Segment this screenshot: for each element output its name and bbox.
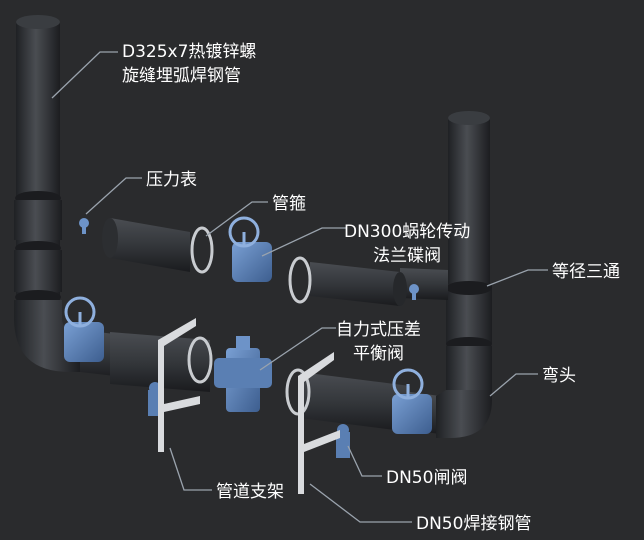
label-gate-valve: DN50闸阀 bbox=[386, 468, 468, 488]
label-welded-pipe: DN50焊接钢管 bbox=[416, 514, 532, 534]
label-pipe-spec: D325x7热镀锌螺 旋缝埋弧焊钢管 bbox=[122, 42, 257, 86]
label-elbow: 弯头 bbox=[542, 366, 576, 386]
butterfly-valve-icons bbox=[64, 216, 432, 434]
right-elbow bbox=[436, 390, 492, 438]
butterfly-valve-right bbox=[392, 368, 432, 434]
left-vertical-pipe bbox=[14, 15, 62, 312]
butterfly-valve-left bbox=[64, 296, 104, 362]
left-elbow bbox=[14, 300, 80, 372]
pipe-hoops bbox=[187, 226, 312, 416]
upper-branch-pipe bbox=[102, 218, 407, 306]
label-diff-pressure-valve: 自力式压差 平衡阀 bbox=[336, 320, 421, 364]
pipe-support-icons bbox=[158, 318, 340, 494]
label-pipe-support: 管道支架 bbox=[216, 482, 284, 502]
leader-lines bbox=[51, 51, 548, 523]
label-pressure-gauge: 压力表 bbox=[146, 170, 197, 190]
tee-branch bbox=[400, 268, 448, 300]
label-pipe-hoop: 管箍 bbox=[272, 194, 306, 214]
right-vertical-pipe bbox=[446, 111, 492, 390]
pressure-gauge-icons bbox=[79, 218, 419, 300]
label-butterfly-valve: DN300蜗轮传动 法兰碟阀 bbox=[344, 222, 471, 266]
butterfly-valve-upper bbox=[228, 216, 272, 282]
label-equal-tee: 等径三通 bbox=[552, 262, 620, 282]
balancing-valve-icon bbox=[214, 336, 272, 412]
